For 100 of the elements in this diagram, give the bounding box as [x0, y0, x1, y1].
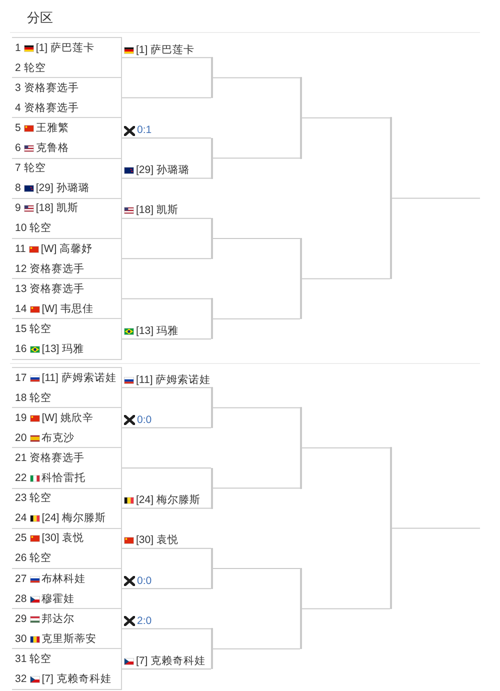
section-title: 分区 — [27, 10, 53, 26]
bracket-line — [302, 608, 390, 610]
edge-label: [24] 梅尔滕斯 — [136, 494, 200, 508]
match-box — [12, 77, 122, 118]
bracket-line — [212, 77, 300, 78]
match-box — [12, 648, 122, 690]
player-name: 资格赛选手 — [30, 262, 85, 276]
player-name: 轮空 — [24, 62, 46, 75]
player-name: [7] 克赖奇科娃 — [42, 672, 112, 686]
draw-number: 32 — [15, 672, 27, 686]
player-name: 资格赛选手 — [30, 452, 85, 465]
player-name: 轮空 — [30, 322, 52, 336]
player-name: 轮空 — [24, 162, 46, 176]
bracket-line — [122, 387, 212, 388]
bracket-line — [212, 318, 300, 320]
player-name: [18] 凯斯 — [36, 202, 78, 216]
draw-number: 29 — [15, 612, 27, 626]
draw-number: 4 — [15, 102, 21, 115]
draw-number: 14 — [15, 302, 27, 316]
player-name: 资格赛选手 — [24, 82, 79, 95]
player-name: [W] 姚欣辛 — [42, 412, 94, 425]
player-name: 轮空 — [30, 392, 52, 405]
draw-number: 12 — [15, 262, 27, 276]
match-box — [12, 367, 122, 408]
edge-label: [7] 克赖奇科娃 — [136, 655, 206, 668]
player-name: [W] 韦思佳 — [42, 302, 94, 316]
match-box — [12, 318, 122, 360]
match-box — [12, 37, 122, 78]
bracket-line — [122, 218, 212, 219]
draw-number: 23 — [15, 492, 27, 506]
bracket-line — [122, 548, 212, 549]
bracket-line — [392, 528, 480, 529]
match-box — [12, 158, 122, 199]
draw-number: 15 — [15, 322, 27, 336]
edge-label: [18] 凯斯 — [136, 204, 178, 218]
edge-label: [29] 孙璐璐 — [136, 164, 190, 178]
player-name: 资格赛选手 — [24, 102, 79, 115]
bracket-line — [212, 648, 300, 650]
player-name: 克里斯蒂安 — [42, 632, 97, 646]
draw-number: 1 — [15, 42, 21, 54]
player-name: [30] 袁悦 — [42, 532, 84, 546]
edge-label: [1] 萨巴莲卡 — [136, 44, 195, 57]
draw-number: 16 — [15, 342, 27, 356]
bracket-line — [212, 568, 300, 569]
draw-number: 26 — [15, 552, 27, 566]
edge-label: 0:1 — [137, 124, 152, 137]
draw-number: 25 — [15, 532, 27, 546]
player-name: [13] 玛雅 — [42, 342, 84, 356]
draw-number: 11 — [15, 242, 26, 256]
player-name: 轮空 — [30, 492, 52, 506]
edge-label: 2:0 — [137, 614, 152, 628]
player-name: 克鲁格 — [36, 142, 69, 155]
draw-number: 13 — [15, 282, 27, 296]
draw-number: 30 — [15, 632, 27, 646]
bracket-line — [122, 178, 212, 179]
bracket-line — [122, 258, 212, 260]
player-name: 王雅繁 — [36, 122, 69, 135]
edge-label: 0:0 — [137, 414, 152, 427]
draw-number: 27 — [15, 572, 27, 586]
draw-number: 24 — [15, 512, 27, 526]
draw-number: 19 — [15, 412, 27, 425]
edge-label: [13] 玛雅 — [136, 325, 178, 338]
player-name: 资格赛选手 — [30, 282, 85, 296]
player-name: [W] 高馨妤 — [40, 242, 93, 256]
bracket-line — [212, 158, 300, 159]
draw-number: 9 — [15, 202, 21, 216]
draw-number: 5 — [15, 122, 21, 135]
bracket-line — [212, 407, 300, 408]
bracket-line — [122, 97, 212, 98]
bracket-line — [212, 238, 300, 239]
draw-number: 7 — [15, 162, 21, 176]
player-name: [11] 萨姆索诺娃 — [42, 372, 116, 384]
draw-number: 20 — [15, 432, 27, 445]
bracket-line — [392, 198, 480, 199]
player-name: 布克沙 — [42, 432, 75, 445]
draw-number: 2 — [15, 62, 21, 75]
match-box — [12, 117, 122, 159]
draw-number: 28 — [15, 592, 27, 606]
bracket-line — [212, 488, 300, 489]
player-name: 科恰雷托 — [42, 472, 86, 485]
bracket-line — [122, 628, 212, 630]
player-name: [29] 孙璐璐 — [36, 182, 90, 196]
draw-number: 22 — [15, 472, 27, 485]
player-name: 邦达尔 — [42, 612, 75, 626]
player-name: [1] 萨巴莲卡 — [36, 42, 94, 54]
draw-number: 8 — [15, 182, 21, 196]
bracket-line — [122, 338, 212, 340]
player-name: [24] 梅尔滕斯 — [42, 512, 106, 526]
bracket-line — [302, 447, 390, 448]
bracket-line — [122, 298, 212, 300]
bracket-line — [122, 57, 212, 58]
draw-number: 31 — [15, 652, 27, 666]
draw-number: 21 — [15, 452, 27, 465]
edge-label: [30] 袁悦 — [136, 534, 178, 548]
match-box — [12, 608, 122, 650]
draw-number: 3 — [15, 82, 21, 95]
bracket-line — [122, 588, 212, 590]
draw-number: 18 — [15, 392, 27, 405]
bracket-line — [122, 668, 212, 670]
draw-number: 6 — [15, 142, 21, 155]
